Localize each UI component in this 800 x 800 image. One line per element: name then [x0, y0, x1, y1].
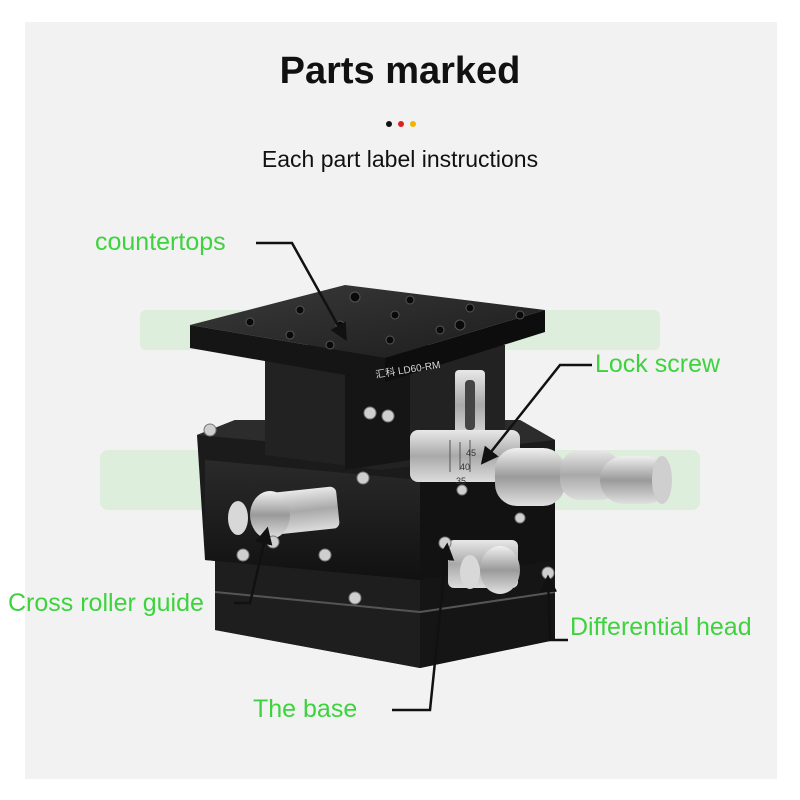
leader-cross-roller-guide [234, 526, 273, 605]
leader-the-base [392, 542, 455, 712]
top-plate [190, 285, 545, 382]
dot-black [386, 121, 392, 127]
page-title: Parts marked [279, 50, 521, 92]
label-differential-head: Differential head [570, 613, 752, 641]
lock-knobs [228, 491, 520, 594]
scale-mark-40: 40 [460, 462, 470, 472]
label-cross-roller-guide: Cross roller guide [8, 589, 204, 617]
label-the-base: The base [253, 695, 358, 723]
scale-mark-45: 45 [466, 448, 476, 458]
leader-differential-head [539, 574, 568, 642]
micrometer-heads: 45 40 35 [410, 430, 672, 506]
label-lock-screw: Lock screw [595, 350, 721, 378]
page-subtitle: Each part label instructions [261, 146, 539, 172]
leader-lines [234, 241, 592, 712]
label-countertops: countertops [95, 228, 226, 256]
leader-countertops [256, 241, 347, 342]
scale-mark-35: 35 [456, 476, 466, 486]
dot-yellow [410, 121, 416, 127]
leader-lock-screw [480, 363, 592, 465]
dot-red [398, 121, 404, 127]
